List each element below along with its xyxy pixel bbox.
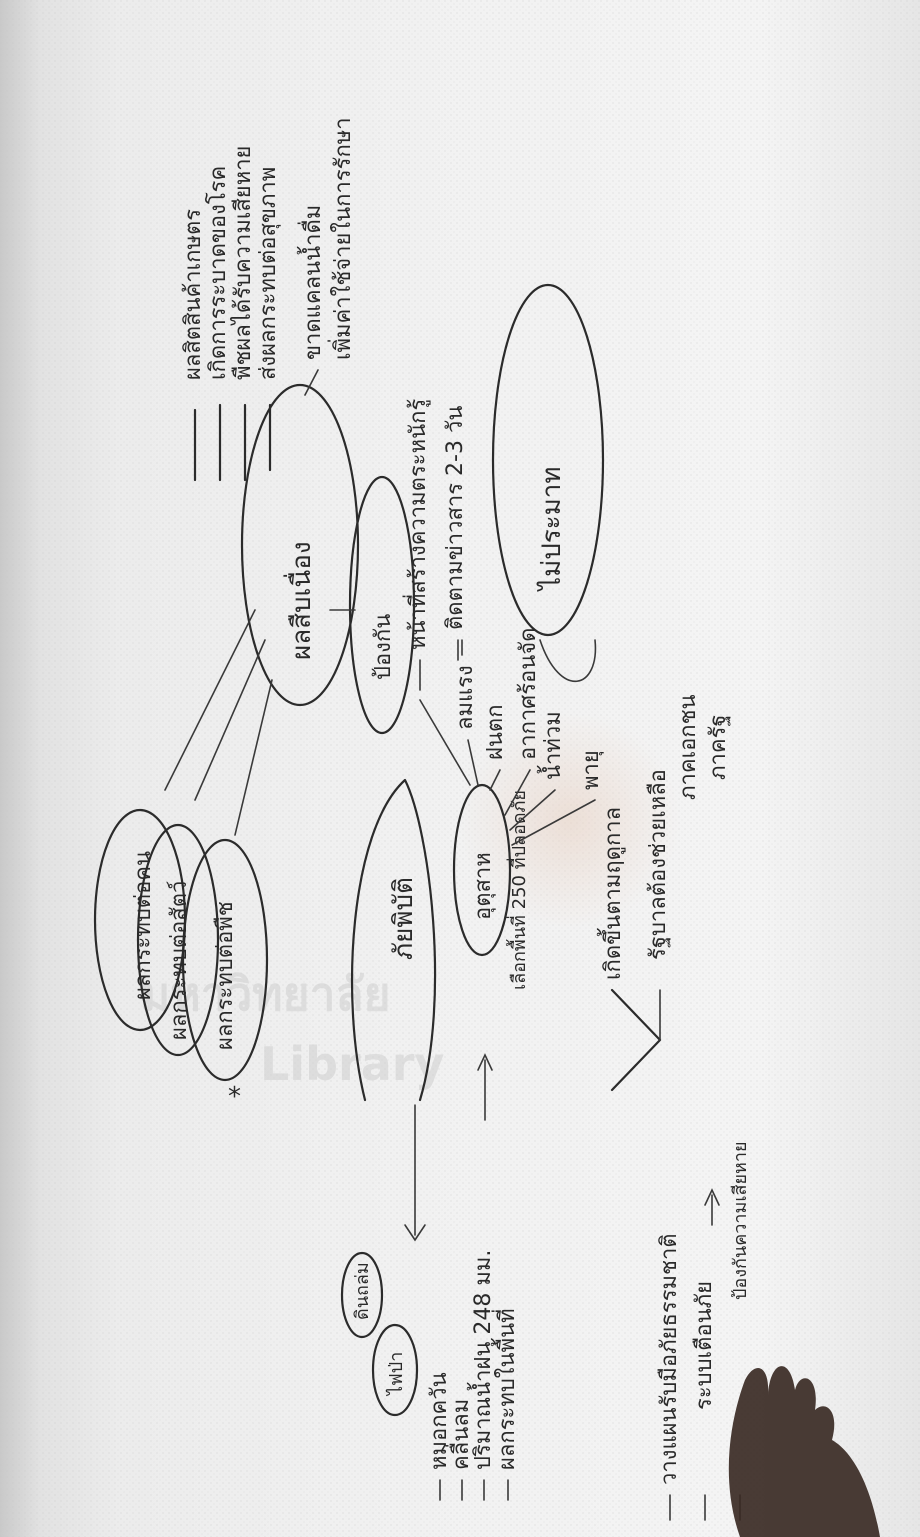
center-left-note: เลือกพื้นที่ 250 ที่ปลอดภัย <box>506 790 530 990</box>
branch-3: อากาศร้อนจัด <box>516 628 541 760</box>
branch-1: ลมแรง <box>453 665 478 730</box>
lower-center-shape <box>351 778 437 1102</box>
bottom-note-3: ป้องกันความเสียหาย <box>730 1141 751 1300</box>
detail-line-3: พืชผลได้รับความเสียหาย <box>230 146 256 380</box>
middle-details: หน้าที่สร้างความตระหนักรู้ ติดตามข่าวสาร… <box>402 399 468 691</box>
bottom-note-2: ระบบเตือนภัย <box>692 1281 717 1410</box>
lower-center-label: ภัยพิบัติ <box>389 877 419 960</box>
detail-line-4: ส่งผลกระทบต่อสุขภาพ <box>256 167 281 380</box>
bottom-label-1: ภาคเอกชน <box>676 694 701 800</box>
left-ellipse-3 <box>181 838 269 1082</box>
left-label-3: ผลกระทบต่อพืช <box>213 901 238 1050</box>
lower-node-2 <box>371 1323 419 1417</box>
top-node-ellipse <box>240 383 360 707</box>
right-node-label: ไม่ประมาท <box>536 466 567 592</box>
bottom-note-1: วางแผนรับมือภัยธรรมชาติ <box>657 1233 682 1485</box>
left-label-2: ผลกระทบต่อสัตว์ <box>167 881 192 1040</box>
bottom-notes: วางแผนรับมือภัยธรรมชาติ ระบบเตือนภัย ป้อ… <box>657 1141 751 1521</box>
middle-node-ellipse <box>348 475 416 735</box>
branch-2: ฝนตก <box>483 704 508 760</box>
left-label-1: ผลกระทบต่อคน <box>131 851 156 1000</box>
right-node-ellipse <box>491 283 605 637</box>
hand-silhouette <box>728 1366 880 1537</box>
center-branches: ลมแรง ฝนตก อากาศร้อนจัด น้ำท่วม พายุ <box>453 628 604 846</box>
middle-detail-2: ติดตามข่าวสาร 2-3 วัน <box>443 406 468 630</box>
left-cluster: ผลกระทบต่อคน ผลกระทบต่อสัตว์ ผลกระทบต่อพ… <box>93 808 269 1112</box>
lower-list-3: ปริมาณน้ำฝน 248 มม. <box>467 1250 496 1470</box>
lower-node-1 <box>340 1251 384 1339</box>
bottom-label-2: ภาครัฐ <box>706 714 731 780</box>
bottom-branch-label: รัฐบาลต้องช่วยเหลือ <box>646 769 671 960</box>
detail-line-1: ผลสิตสินค้าเกษตร <box>181 209 206 380</box>
branch-4: น้ำท่วม <box>537 711 566 780</box>
detail-line-2: เกิดการระบาดของโรค <box>205 166 231 380</box>
middle-node-label: ป้องกัน <box>371 614 396 680</box>
lower-list-1: หมอกควัน <box>427 1372 452 1470</box>
branch-5: พายุ <box>579 750 604 790</box>
center-node-ellipse <box>452 783 512 957</box>
sequence-branch-label: เกิดขึ้นตามฤดูกาล <box>597 807 626 980</box>
watermark-logo <box>460 710 680 930</box>
top-node-details: ผลสิตสินค้าเกษตร เกิดการระบาดของโรค พืชผ… <box>181 117 356 482</box>
middle-detail-1: หน้าที่สร้างความตระหนักรู้ <box>402 399 431 650</box>
lower-list: หมอกควัน คลื่นลม ปริมาณน้ำฝน 248 มม. ผลก… <box>427 1250 520 1501</box>
watermark-line-2: Library <box>260 1037 444 1091</box>
detail-line-5: ขาดแคลนน้ำดื่ม <box>297 205 326 360</box>
top-node-label: ผลสืบเนื่อง <box>283 541 317 660</box>
detail-line-6: เพิ่มค่าใช้จ่ายในการรักษา <box>327 117 356 360</box>
center-node-label: อุตุสาห <box>471 852 496 920</box>
lower-node-1-label: ดินถล่ม <box>352 1262 373 1320</box>
lower-node-2-label: ไฟป่า <box>385 1352 407 1397</box>
lower-list-2: คลื่นลม <box>445 1399 474 1470</box>
lower-list-4: ผลกระทบในพื้นที่ <box>491 1308 520 1470</box>
left-ellipse-2 <box>136 823 220 1057</box>
star-mark: * <box>228 1082 241 1112</box>
